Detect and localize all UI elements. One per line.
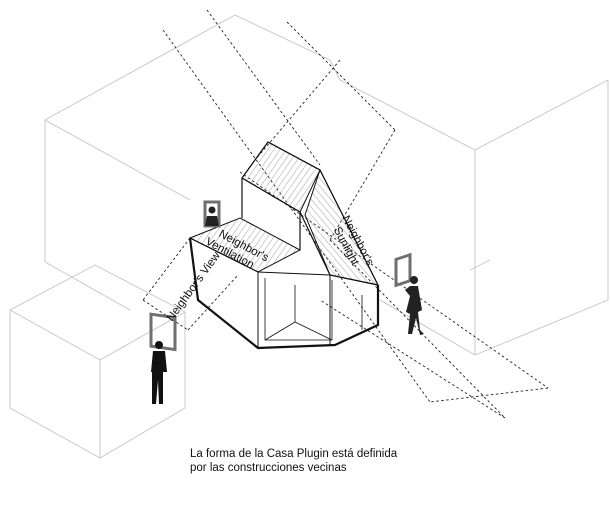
window-frame-right xyxy=(394,252,412,288)
house-interior-edge xyxy=(294,321,333,341)
projection-line xyxy=(286,21,396,131)
window-frame-lower xyxy=(149,312,177,352)
back-block-edge xyxy=(44,261,131,311)
front-left-block xyxy=(9,264,186,313)
house-interior-edge xyxy=(264,321,296,341)
person-figure-right xyxy=(405,276,424,335)
right-block-edge xyxy=(329,59,341,81)
house-edge xyxy=(299,211,331,276)
right-block-edge xyxy=(469,259,491,271)
projection-line xyxy=(254,59,341,161)
projection-line xyxy=(162,29,431,403)
projection-line xyxy=(429,387,549,403)
house-edge xyxy=(189,237,259,273)
back-block xyxy=(44,14,331,121)
house-edge xyxy=(257,271,331,276)
diagram-caption: La forma de la Casa Plugin está definida… xyxy=(190,447,490,475)
front-left-block-edge xyxy=(99,311,186,361)
house-edge xyxy=(241,177,301,213)
projection-line xyxy=(187,274,239,331)
caption-line-2: por las construcciones vecinas xyxy=(190,462,347,474)
neighbor-buildings xyxy=(9,14,609,459)
projection-line xyxy=(319,299,506,419)
front-left-block-edge xyxy=(9,309,101,361)
house-top-ridge xyxy=(241,141,379,286)
person-figure-window xyxy=(205,206,219,226)
casa-plugin-volume xyxy=(188,141,380,350)
house-edge xyxy=(329,274,379,286)
projection-line xyxy=(206,9,321,166)
house-base-outline xyxy=(188,237,380,350)
back-block-edge xyxy=(44,119,191,201)
right-block-edge xyxy=(474,299,609,356)
caption-line-1: La forma de la Casa Plugin está definida xyxy=(190,448,398,460)
right-block-edge xyxy=(379,299,476,356)
person-figure-left xyxy=(151,341,167,404)
house-interior xyxy=(264,278,333,341)
